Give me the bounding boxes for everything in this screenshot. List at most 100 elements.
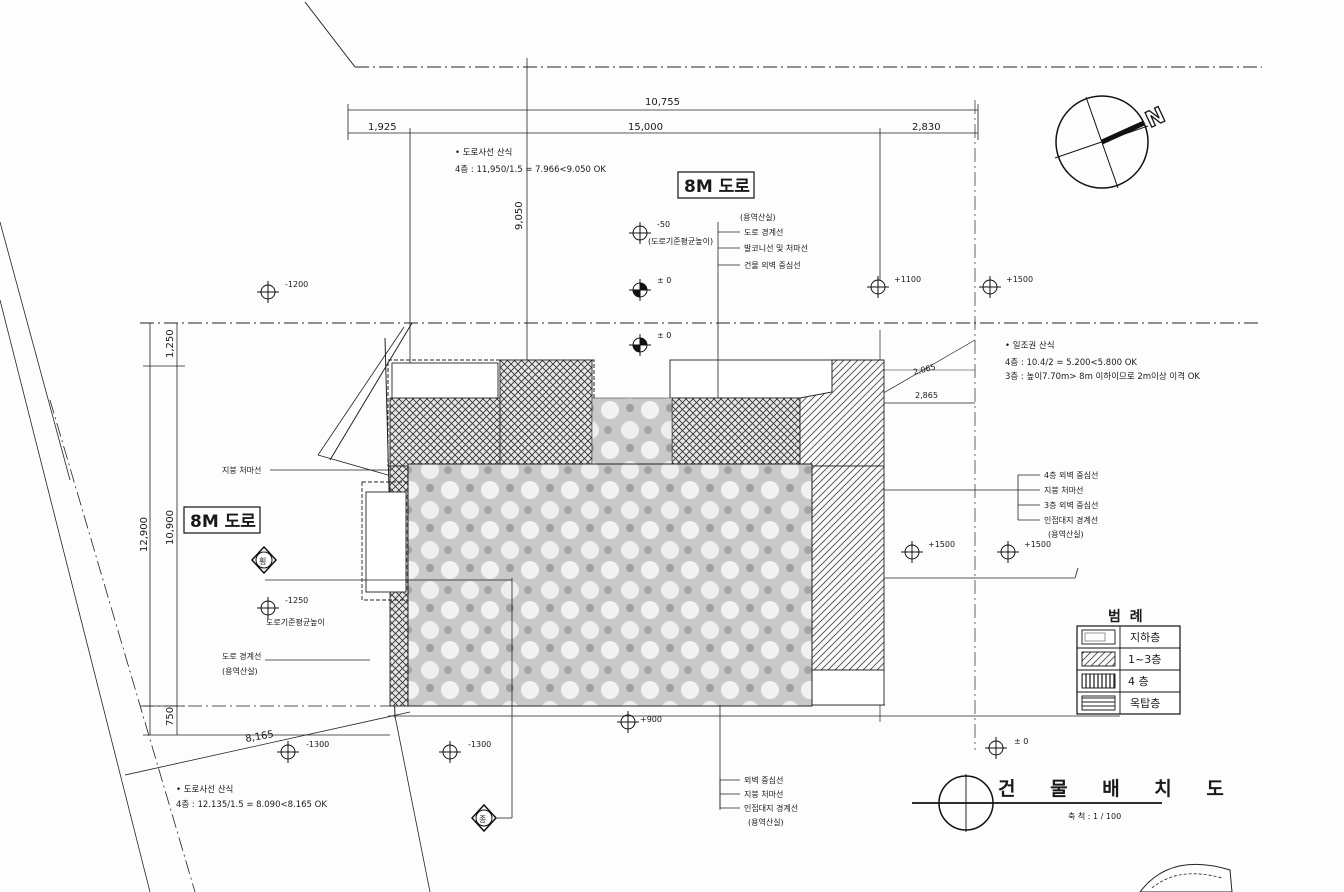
section-marker-side: 횡 [250,545,278,575]
legend-swatch-basement [1081,629,1116,645]
level-pm0-a: ± 0 [657,276,671,285]
top-group-label-1: (용역산실) [740,212,776,222]
north-arrow: N [1054,95,1170,189]
top-group-label-4: 건물 외벽 중심선 [744,260,801,270]
road-note-bottom-formula: 4층 : 12.135/1.5 = 8.090<8.165 OK [176,800,327,810]
level-mark-icon [984,736,1008,760]
section-marker-bottom-label: 종 [479,815,486,824]
legend-label-2: 4 층 [1128,675,1149,688]
road-labels: 8M 도로 8M 도로 [183,171,755,534]
sun-note-title: • 일조권 산식 [1005,340,1055,351]
legend-label-3: 옥탑층 [1130,697,1160,710]
sun-note-line2: 3층 : 높이7.70m> 8m 이하이므로 2m이상 이격 OK [1005,371,1200,382]
scale-text: 축 척 : 1 / 100 [1068,812,1121,821]
dim-diag-a: 2,065 [912,362,936,377]
top-group-label-3: 발코니선 및 처마선 [744,243,808,253]
level-texts: -50 (도로기준평균높이) ± 0 ± 0 -1200 +1100 +1500… [266,220,1051,749]
level-mark-icon [438,740,462,764]
zone-4f-center [499,359,593,467]
road-note-top-title: • 도로사선 산식 [455,147,512,158]
legend: 범 례 지하층 1~3층 4 층 옥탑층 [1076,609,1181,715]
level-p1500-tr: +1500 [1006,275,1033,284]
zone-4f-right [671,397,801,467]
level-mark-icon [256,280,280,304]
balcony-left [391,362,499,399]
dim-top-mid: 15,000 [628,122,663,133]
level-mark-icon [616,710,640,734]
level-m1250: -1250 [285,596,308,605]
title-text: 건 물 배 치 도 [998,778,1238,800]
level-m1300-a: -1300 [306,740,329,749]
balcony-right [669,359,833,399]
legend-swatch-diagonal [1081,651,1116,667]
road-label-top-box [677,171,755,199]
dimension-lines [143,58,979,736]
dim-vert-9050: 9,050 [514,201,525,230]
road-label-left-box [183,506,261,534]
road-label-left: 8M 도로 [190,512,256,532]
dim-top-total: 10,755 [645,97,680,108]
dim-left-bottom: 750 [165,707,176,726]
road-label-top: 8M 도로 [684,177,750,197]
sun-note-line1: 4층 : 10.4/2 = 5.200<5.800 OK [1005,358,1137,368]
left-road-label-2: (용역산실) [222,666,258,676]
balcony-left-lower [365,491,407,593]
dim-top-right: 2,830 [912,122,941,133]
right-label-5: (용역산실) [1048,529,1084,539]
road-note-top-formula: 4층 : 11,950/1.5 = 7.966<9.050 OK [455,165,606,175]
building-footprint [361,359,885,818]
legend-label-1: 1~3층 [1128,653,1161,666]
road-note-bottom-title: • 도로사선 산식 [176,784,233,795]
level-mark-icon [996,540,1020,564]
balcony-bottom-right [811,669,885,706]
level-mark-icon [978,275,1002,299]
level-mark-icon [628,333,652,357]
level-pm0-br: ± 0 [1014,737,1028,746]
top-group-label-2: 도로 경계선 [744,227,783,237]
level-m1250-sub: 도로기준평균높이 [266,617,325,627]
bottom-label-1: 외벽 중심선 [744,775,783,785]
zone-4f-left [389,397,513,467]
dimension-texts: 10,755 1,925 15,000 2,830 9,050 12,900 1… [139,97,941,745]
title-block: 건 물 배 치 도 축 척 : 1 / 100 [912,774,1238,832]
bottom-label-3: 인접대지 경계선 [744,803,798,813]
level-p900: +900 [640,715,662,724]
legend-swatch-horizontal [1081,695,1116,711]
section-marker-bottom: 종 [470,803,498,833]
rooftop-zone-main [407,463,813,707]
dim-left-inner: 10,900 [165,510,176,545]
level-m1200: -1200 [285,280,308,289]
site-line-label: 지붕 처마선 [222,466,261,475]
level-mark-icon [866,275,890,299]
right-label-3: 3층 외벽 중심선 [1044,500,1098,510]
dim-diag-b: 2,865 [915,391,938,400]
bottom-label-4: (용역산실) [748,817,784,827]
level-m1300-b: -1300 [468,740,491,749]
dim-bottom-diag: 8,165 [245,729,275,745]
level-p1500-mid: +1500 [928,540,955,549]
left-road-label-1: 도로 경계선 [222,651,261,661]
level-top-road: -50 [657,220,670,229]
legend-swatch-vertical [1081,673,1116,689]
dim-left-outer: 12,900 [139,517,150,552]
level-top-road-sub: (도로기준평균높이) [648,236,713,246]
bottom-label-2: 지붕 처마선 [744,790,783,799]
dim-top-left: 1,925 [368,122,397,133]
right-label-2: 지붕 처마선 [1044,486,1083,495]
level-mark-icon [256,596,280,620]
section-marker-side-label: 횡 [259,556,266,566]
level-p1100: +1100 [894,275,921,284]
right-label-1: 4층 외벽 중심선 [1044,470,1098,480]
level-mark-icon [900,540,924,564]
level-pm0-b: ± 0 [657,331,671,340]
rooftop-zone-top [591,397,673,467]
level-mark-icon [276,740,300,764]
stamp-fragment [1139,863,1233,892]
level-mark-icon [628,278,652,302]
legend-label-0: 지하층 [1130,630,1160,644]
zone-3f-right [811,465,885,671]
dim-left-top: 1,250 [165,329,176,358]
annotation-labels: (용역산실) 도로 경계선 발코니선 및 처마선 건물 외벽 중심선 지붕 처마… [222,212,1098,827]
